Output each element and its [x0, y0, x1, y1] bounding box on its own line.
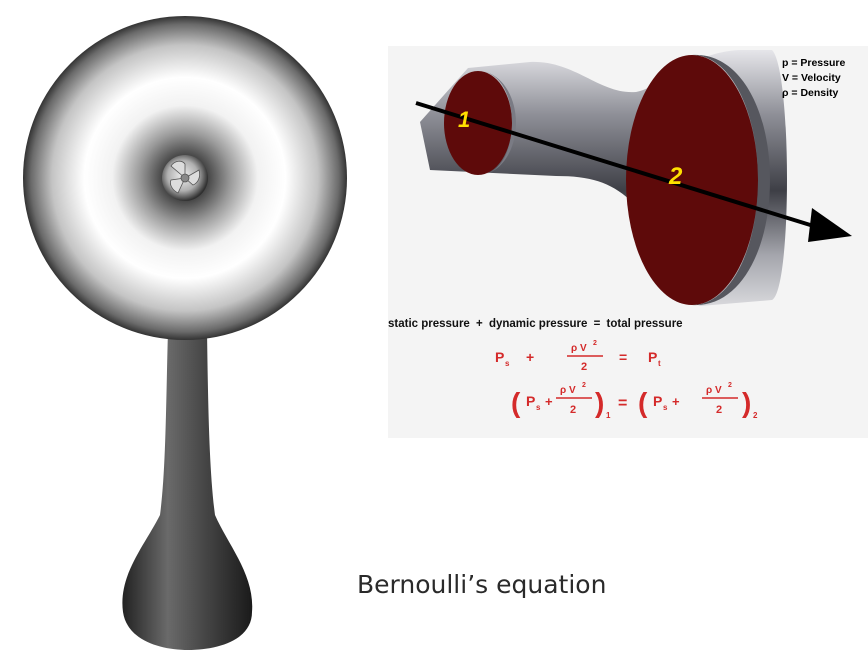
svg-text:s: s	[536, 403, 541, 412]
svg-text:): )	[595, 387, 604, 418]
svg-text:+: +	[545, 394, 553, 409]
svg-text:2: 2	[728, 382, 732, 389]
legend-pressure: p = Pressure	[782, 57, 846, 69]
svg-text:=: =	[619, 349, 627, 365]
bladeless-fan-illustration	[23, 16, 347, 650]
svg-text:+: +	[672, 394, 680, 409]
flow-arrow	[415, 101, 821, 230]
svg-text:2: 2	[582, 382, 586, 389]
svg-text:s: s	[663, 403, 668, 412]
legend-velocity: V = Velocity	[782, 72, 841, 84]
svg-text:2: 2	[581, 361, 587, 373]
plus-sign: +	[476, 318, 483, 330]
svg-text:2: 2	[570, 404, 576, 416]
svg-text:(: (	[638, 387, 648, 418]
slide-caption: Bernoulli’s equation	[357, 570, 607, 599]
svg-text:ρ V: ρ V	[571, 343, 587, 354]
equation-2: ( P s + ρ V 2 2 ) 1 = ( P s + ρ V 2 2 ) …	[511, 382, 758, 420]
svg-text:t: t	[658, 359, 661, 368]
equals-sign: =	[593, 318, 601, 330]
legend-density: ρ = Density	[782, 87, 839, 99]
svg-text:s: s	[505, 359, 510, 368]
svg-text:=: =	[618, 395, 627, 412]
fan-stand	[122, 330, 253, 650]
outlet-face	[626, 55, 758, 305]
svg-text:P: P	[653, 393, 662, 409]
svg-text:): )	[742, 387, 751, 418]
svg-text:P: P	[526, 393, 535, 409]
svg-text:+: +	[526, 349, 534, 365]
variable-legend: p = Pressure V = Velocity ρ = Density	[782, 56, 845, 101]
dynamic-pressure-label: dynamic pressure	[488, 318, 588, 330]
svg-text:ρ V: ρ V	[560, 385, 576, 396]
svg-text:P: P	[495, 349, 504, 365]
fan-blades-icon	[170, 160, 201, 194]
arrow-head-icon	[808, 208, 852, 242]
svg-text:P: P	[648, 349, 657, 365]
svg-text:1: 1	[606, 411, 611, 420]
svg-text:(: (	[511, 387, 521, 418]
equation-1: P s + ρ V 2 2 = P t	[495, 340, 661, 373]
word-equation: static pressure + dynamic pressure = tot…	[388, 318, 686, 330]
total-pressure-label: total pressure	[606, 318, 683, 330]
svg-text:2: 2	[753, 411, 758, 420]
station-label-1: 1	[458, 107, 470, 132]
static-pressure-label: static pressure	[388, 318, 470, 330]
station-label-2: 2	[668, 163, 683, 190]
svg-text:ρ V: ρ V	[706, 385, 722, 396]
svg-text:2: 2	[593, 340, 597, 347]
svg-text:2: 2	[716, 404, 722, 416]
